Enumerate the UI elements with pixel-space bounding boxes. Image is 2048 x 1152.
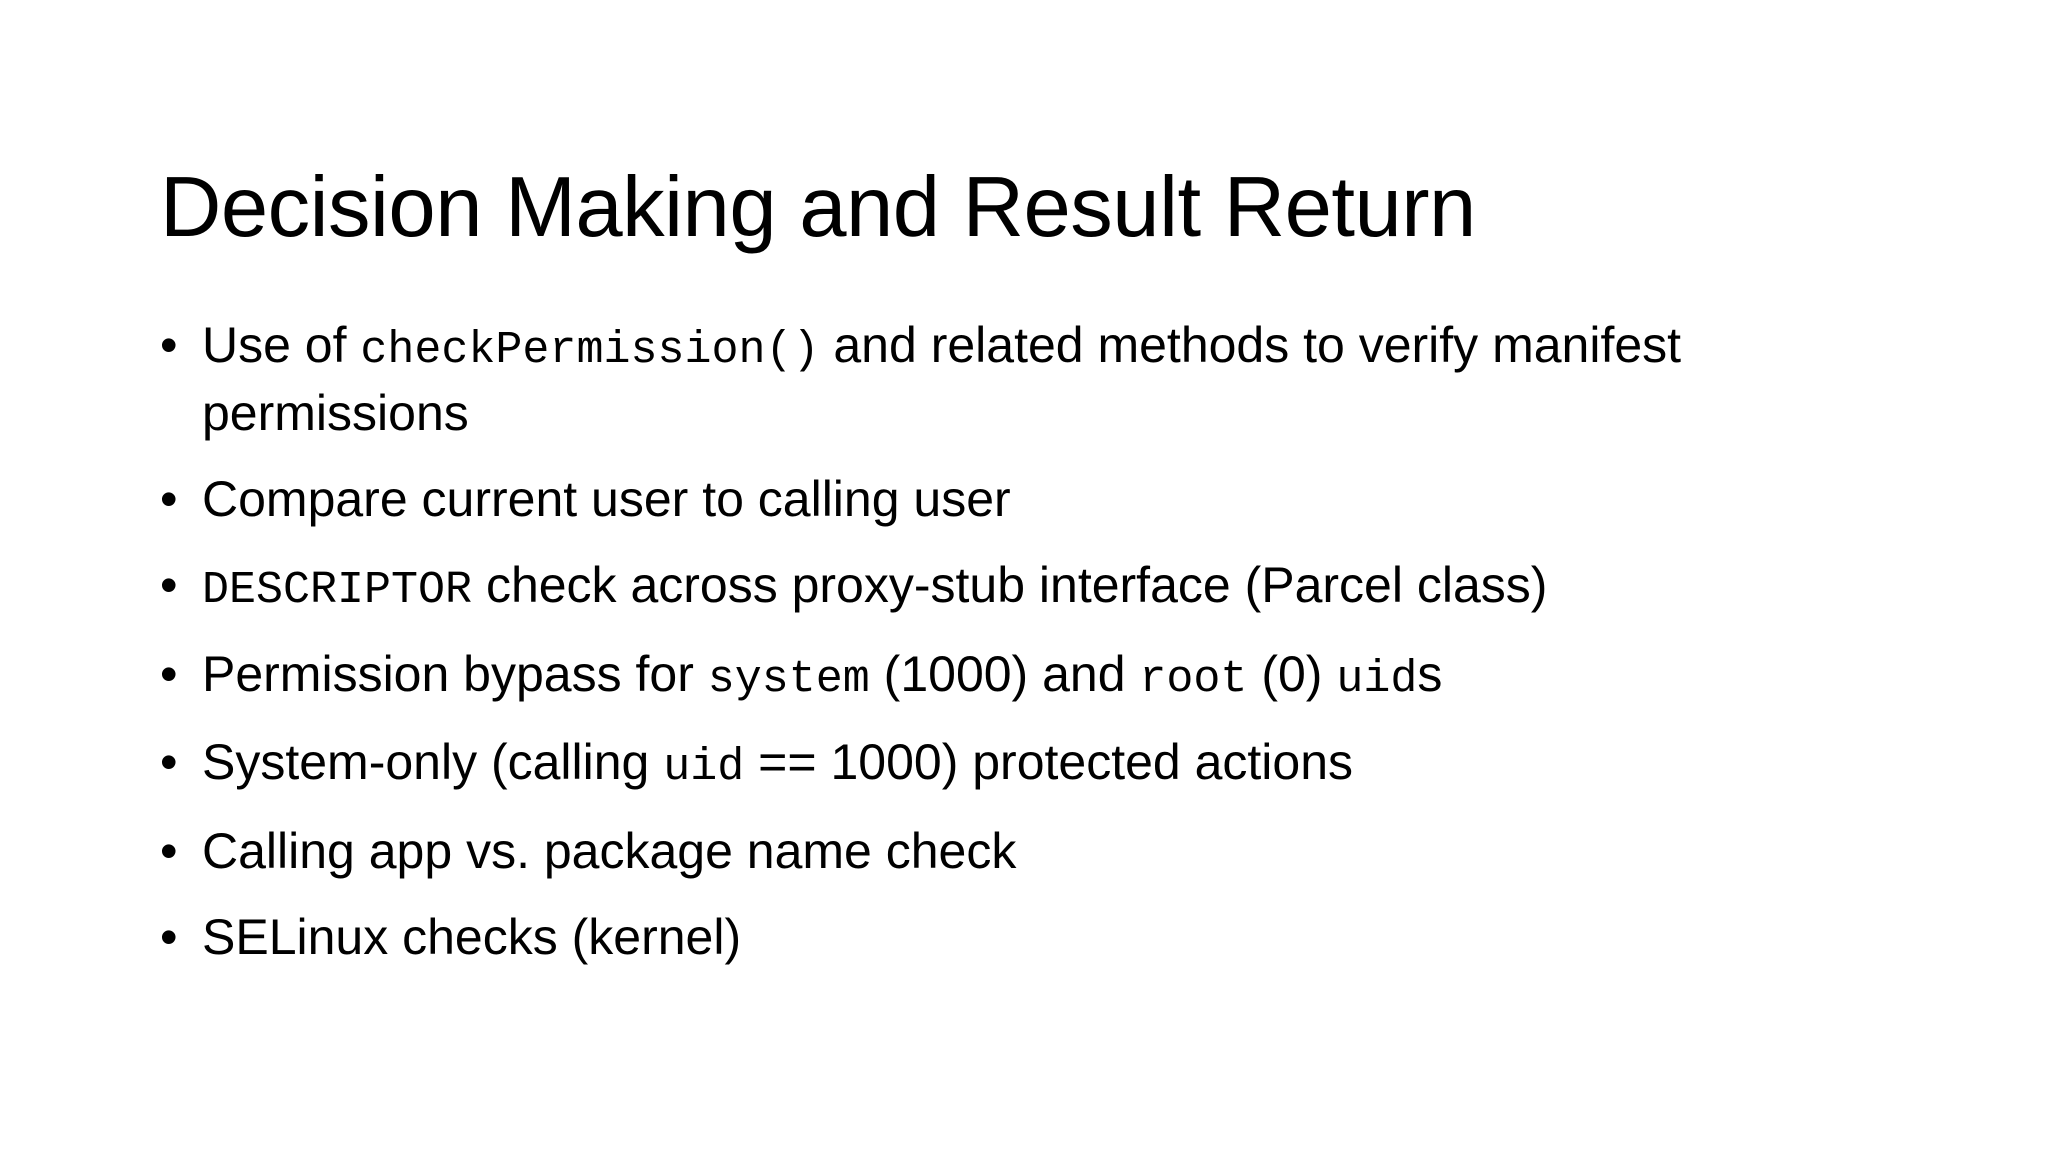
code-run: system	[707, 653, 870, 705]
bullet-dot-icon: •	[160, 645, 178, 702]
bullet-item-system-only: • System-only (calling uid == 1000) prote…	[160, 729, 1770, 797]
bullet-item-permission-bypass: • Permission bypass for system (1000) and…	[160, 641, 1770, 709]
bullet-dot-icon: •	[160, 908, 178, 965]
bullet-item-check-permission: • Use of checkPermission() and related me…	[160, 312, 1802, 446]
bullet-text: System-only (calling uid == 1000) protec…	[202, 734, 1354, 794]
bullet-item-selinux-checks: • SELinux checks (kernel)	[160, 904, 1770, 970]
text-run: Calling app vs. package name check	[202, 822, 1017, 879]
text-run: SELinux checks (kernel)	[202, 908, 742, 965]
code-run: uid	[663, 742, 745, 794]
text-run: check across proxy-stub interface (Parce…	[472, 557, 1548, 614]
bullet-dot-icon: •	[160, 317, 178, 373]
bullet-item-calling-app-package: • Calling app vs. package name check	[160, 818, 1770, 884]
bullet-dot-icon: •	[160, 471, 178, 528]
text-run: s	[1417, 645, 1443, 702]
text-run: and related methods to verify manifest p…	[202, 317, 1682, 442]
text-run: Compare current user to calling user	[202, 471, 1011, 528]
text-run: (1000) and	[869, 645, 1140, 702]
bullet-dot-icon: •	[160, 557, 178, 614]
bullet-dot-icon: •	[160, 822, 178, 879]
bullet-text: SELinux checks (kernel)	[202, 909, 741, 965]
code-run: uid	[1336, 653, 1418, 705]
bullet-item-compare-user: • Compare current user to calling user	[160, 466, 1770, 532]
text-run: == 1000) protected actions	[744, 734, 1354, 791]
bullet-text: Compare current user to calling user	[202, 471, 1011, 527]
bullet-dot-icon: •	[160, 734, 178, 791]
bullet-item-descriptor-check: • DESCRIPTOR check across proxy-stub inte…	[160, 552, 1770, 620]
text-run: Permission bypass for	[202, 645, 708, 702]
bullet-text: Permission bypass for system (1000) and …	[202, 645, 1443, 705]
slide-title: Decision Making and Result Return	[160, 159, 1476, 255]
slide-bullet-list: • Use of checkPermission() and related me…	[160, 312, 1770, 970]
code-run: DESCRIPTOR	[202, 565, 473, 617]
bullet-text: Calling app vs. package name check	[202, 823, 1016, 879]
bullet-text: DESCRIPTOR check across proxy-stub inter…	[202, 557, 1548, 617]
code-run: checkPermission()	[360, 325, 820, 376]
text-run: Use of	[202, 317, 361, 373]
text-run: System-only (calling	[202, 734, 664, 791]
bullet-text: Use of checkPermission() and related met…	[202, 317, 1681, 441]
text-run: (0)	[1247, 645, 1337, 702]
code-run: root	[1139, 653, 1248, 705]
